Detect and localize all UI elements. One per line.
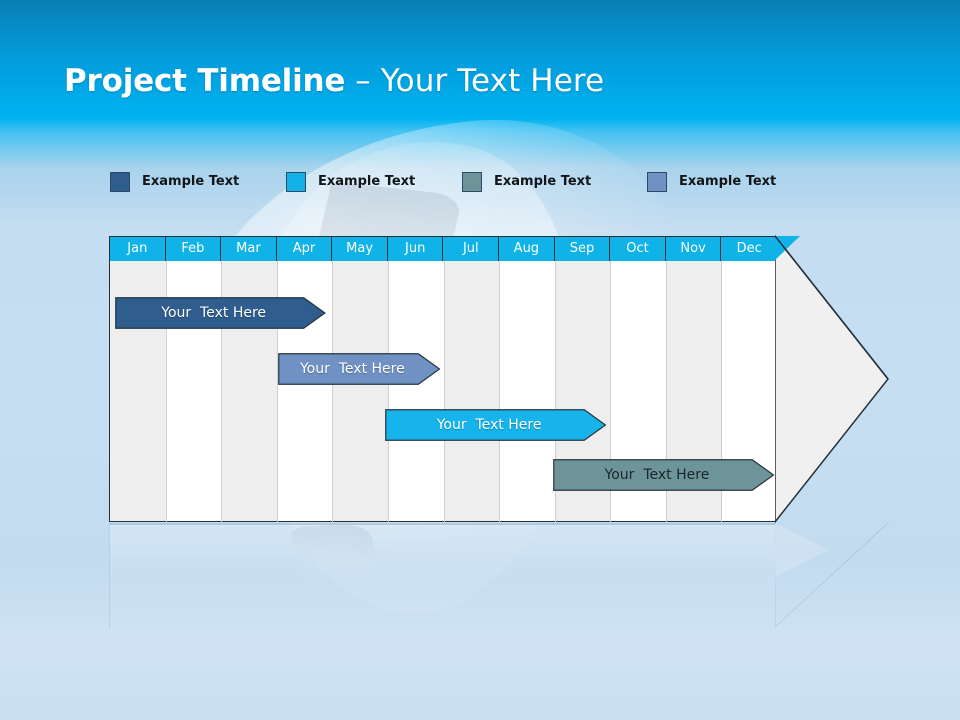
column-separator (276, 261, 278, 523)
timeline-bar[interactable]: Your Text Here (553, 459, 775, 491)
timeline-bar-shape (115, 297, 326, 329)
timeline-bar-shape (553, 459, 775, 491)
legend-label: Example Text (142, 174, 240, 189)
timeline-bar-label: Your Text Here (161, 305, 267, 321)
legend: Example Text Example Text Example Text Exam… (110, 170, 870, 194)
month-header-jan[interactable]: Jan (110, 237, 166, 261)
timeline-bar[interactable]: Your Text Here (278, 353, 441, 385)
column-separator (665, 261, 667, 523)
month-header-dec[interactable]: Dec (736, 241, 762, 256)
column-separator (165, 261, 167, 523)
column-separator (610, 261, 612, 523)
column-separator (443, 261, 445, 523)
month-header-may[interactable]: May (332, 237, 388, 261)
timeline-bar-label: Your Text Here (436, 417, 542, 433)
page-title-bold: Project Timeline (64, 63, 346, 99)
timeline-bar[interactable]: Your Text Here (385, 409, 607, 441)
legend-swatch-icon (462, 172, 482, 192)
timeline-arrow-tip (774, 233, 890, 525)
column-separator (387, 261, 389, 523)
arrow-tip-svg (774, 233, 889, 525)
column-stripe (443, 237, 500, 521)
column-stripe (110, 237, 166, 521)
column-separator (221, 261, 223, 523)
page-title-light: – Your Text Here (345, 63, 605, 99)
page-title: Project Timeline – Your Text Here (64, 58, 604, 104)
month-header-feb[interactable]: Feb (166, 237, 222, 261)
month-header-sep[interactable]: Sep (555, 237, 611, 261)
legend-swatch-icon (286, 172, 306, 192)
column-separator (554, 261, 556, 523)
timeline-bar-label: Your Text Here (604, 467, 710, 483)
timeline-bar-shape (278, 353, 441, 385)
legend-label: Example Text (318, 174, 416, 189)
month-header-aug[interactable]: Aug (499, 237, 555, 261)
month-header-mar[interactable]: Mar (221, 237, 277, 261)
month-header-oct[interactable]: Oct (610, 237, 666, 261)
month-header-jun[interactable]: Jun (388, 237, 444, 261)
timeline-bar[interactable]: Your Text Here (115, 297, 326, 329)
legend-label: Example Text (494, 174, 592, 189)
column-separator (721, 261, 723, 523)
column-stripe (221, 237, 277, 521)
timeline-bar-label: Your Text Here (299, 361, 405, 377)
timeline-bar-shape (385, 409, 607, 441)
legend-swatch-icon (110, 172, 130, 192)
column-separator (499, 261, 501, 523)
legend-swatch-icon (647, 172, 667, 192)
column-separator (332, 261, 334, 523)
month-header-jul[interactable]: Jul (444, 237, 500, 261)
month-header-nov[interactable]: Nov (666, 237, 722, 261)
legend-label: Example Text (679, 174, 777, 189)
month-header-apr[interactable]: Apr (277, 237, 333, 261)
